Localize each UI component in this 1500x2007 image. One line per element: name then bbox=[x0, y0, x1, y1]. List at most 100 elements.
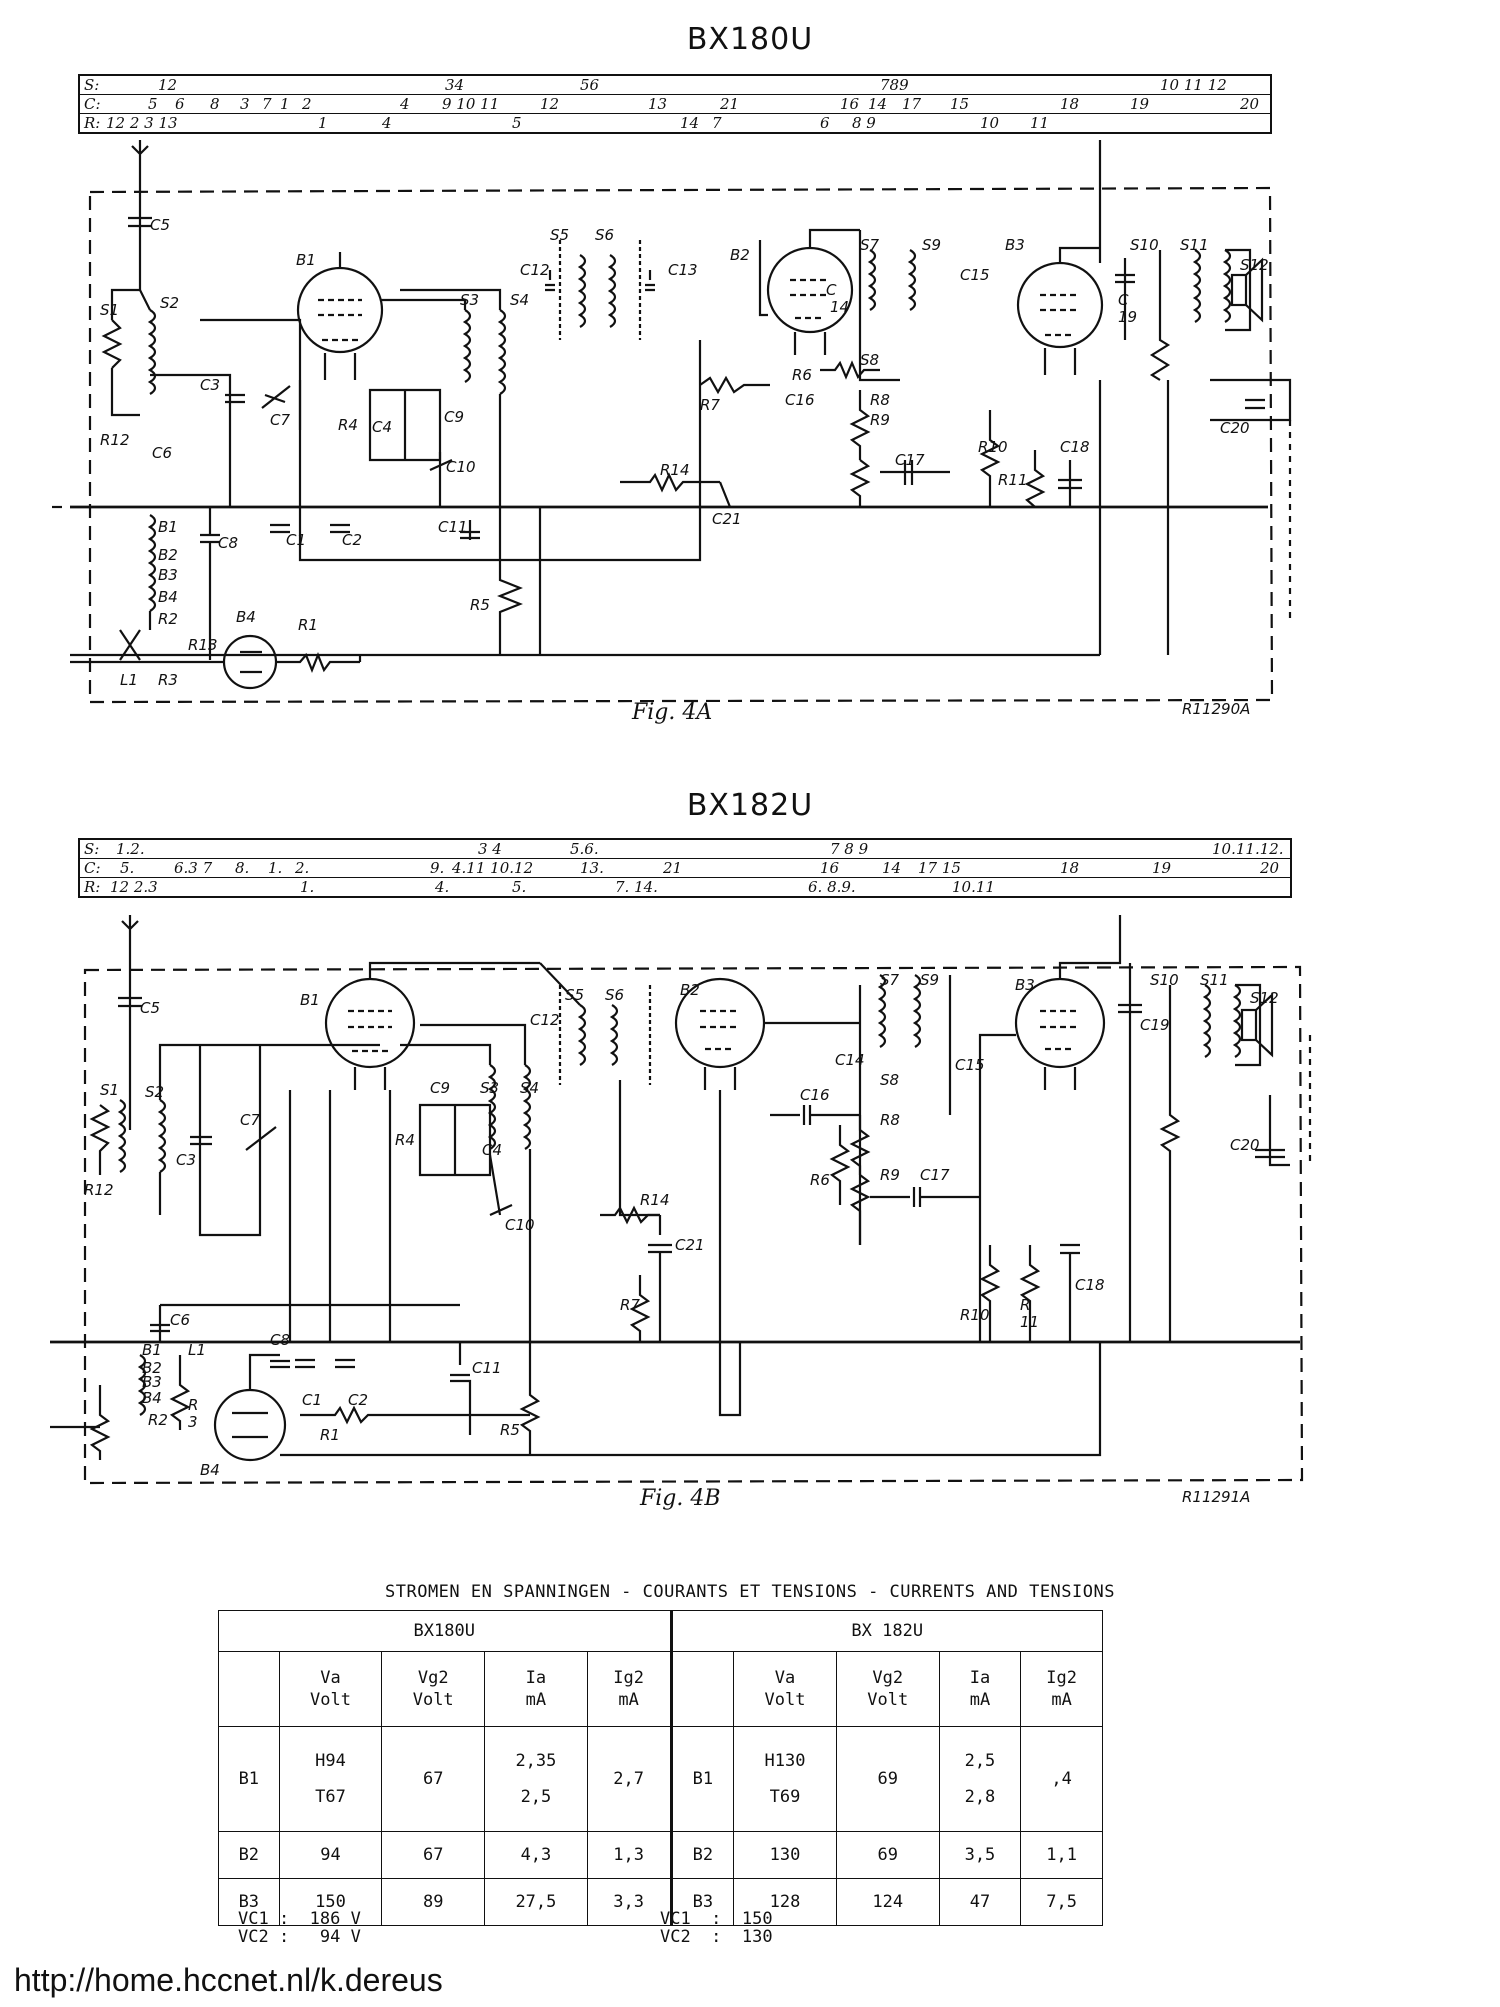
diagram-b-schematic: C5 S1 S2 B1 C3 C7 R12 C6 C9 S3 S4 R4 C4 … bbox=[50, 915, 1312, 1485]
strip-num: 6 bbox=[175, 95, 185, 113]
svg-text:C18: C18 bbox=[1075, 1276, 1105, 1294]
strip-num: 8 9 bbox=[852, 114, 876, 132]
svg-text:C10: C10 bbox=[446, 458, 476, 476]
svg-text:R2: R2 bbox=[148, 1411, 168, 1429]
svg-text:S4: S4 bbox=[520, 1079, 539, 1097]
svg-text:S2: S2 bbox=[160, 294, 179, 312]
svg-text:R10: R10 bbox=[978, 438, 1008, 456]
diagram-a-schematic: C5 S1 S2 B1 C3 C7 R4 C4 C9 S3 S4 R12 C6 … bbox=[52, 140, 1292, 704]
svg-text:3: 3 bbox=[188, 1413, 198, 1431]
ig2-cell: 1,3 bbox=[586, 1831, 672, 1879]
svg-text:R11: R11 bbox=[998, 471, 1028, 489]
svg-text:C1: C1 bbox=[286, 531, 306, 549]
svg-text:S9: S9 bbox=[922, 236, 941, 254]
diagram-b-index-strip: S: 1.2. 3 4 5.6. 7 8 9 10.11.12. C: 5. 6… bbox=[78, 838, 1292, 898]
svg-text:C12: C12 bbox=[520, 261, 550, 279]
svg-text:R8: R8 bbox=[870, 391, 890, 409]
ig2-cell: 1,1 bbox=[1020, 1831, 1103, 1879]
col-header-unit: Volt bbox=[867, 1690, 909, 1710]
strip-num: 21 bbox=[720, 95, 740, 113]
col-header-name: Vg2 bbox=[872, 1668, 904, 1688]
strip-num: 21 bbox=[663, 859, 683, 877]
svg-text:S1: S1 bbox=[100, 301, 119, 319]
vg2-cell: 67 bbox=[381, 1726, 486, 1832]
svg-text:C13: C13 bbox=[668, 261, 698, 279]
svg-text:R14: R14 bbox=[660, 461, 690, 479]
strip-num: 9. bbox=[430, 859, 445, 877]
strip-num: 11 bbox=[1030, 114, 1050, 132]
strip-num: 12 bbox=[540, 95, 560, 113]
strip-num: 4 bbox=[382, 114, 392, 132]
svg-text:B2: B2 bbox=[142, 1359, 162, 1377]
tube-cell: B1 bbox=[218, 1726, 280, 1832]
footer-url[interactable]: http://home.hccnet.nl/k.dereus bbox=[14, 1962, 443, 1998]
strip-num: 7 8 9 bbox=[830, 840, 869, 858]
vc1-b: VC1 : 150 bbox=[660, 1909, 773, 1929]
empty-cell bbox=[218, 1651, 280, 1727]
svg-text:R6: R6 bbox=[810, 1171, 830, 1189]
svg-text:R12: R12 bbox=[100, 431, 130, 449]
col-header-name: Va bbox=[774, 1668, 796, 1688]
vg2-cell: 124 bbox=[835, 1878, 940, 1926]
va-cell: 128 bbox=[733, 1878, 837, 1926]
svg-text:L1: L1 bbox=[188, 1341, 206, 1359]
col-header-unit: mA bbox=[1051, 1690, 1072, 1710]
strip-num: 789 bbox=[880, 76, 909, 94]
strip-num: 6. 8.9. bbox=[808, 878, 856, 896]
strip-num: 14 bbox=[882, 859, 902, 877]
col-header-name: Ig2 bbox=[1046, 1668, 1077, 1688]
svg-text:S1: S1 bbox=[100, 1081, 119, 1099]
strip-num: 1.2. bbox=[116, 840, 145, 858]
strip-label: C: bbox=[84, 859, 101, 877]
ig2-cell: 7,5 bbox=[1020, 1878, 1103, 1926]
svg-text:B1: B1 bbox=[158, 518, 178, 536]
vc1-a: VC1 : 186 V bbox=[238, 1909, 361, 1929]
svg-text:B1: B1 bbox=[300, 991, 320, 1009]
svg-text:B1: B1 bbox=[142, 1341, 162, 1359]
strip-num: 56 bbox=[580, 76, 600, 94]
svg-text:S5: S5 bbox=[550, 226, 569, 244]
svg-text:S8: S8 bbox=[880, 1071, 899, 1089]
svg-text:R4: R4 bbox=[395, 1131, 415, 1149]
strip-num: 4. bbox=[435, 878, 450, 896]
strip-num: 10 bbox=[980, 114, 1000, 132]
strip-num: 9 10 11 bbox=[442, 95, 500, 113]
strip-label: C: bbox=[84, 95, 101, 113]
svg-text:S4: S4 bbox=[510, 291, 529, 309]
svg-text:S8: S8 bbox=[860, 351, 879, 369]
svg-text:19: 19 bbox=[1118, 308, 1137, 326]
svg-text:R4: R4 bbox=[338, 416, 358, 434]
strip-num: 1 bbox=[280, 95, 290, 113]
svg-text:R6: R6 bbox=[792, 366, 812, 384]
svg-text:B4: B4 bbox=[158, 588, 178, 606]
strip-num: 1. bbox=[300, 878, 315, 896]
strip-num: 6 bbox=[820, 114, 830, 132]
svg-text:S3: S3 bbox=[480, 1079, 499, 1097]
strip-num: 17 15 bbox=[918, 859, 961, 877]
strip-num: 8. bbox=[235, 859, 250, 877]
strip-num: 18 bbox=[1060, 95, 1080, 113]
strip-row-s: S: 1.2. 3 4 5.6. 7 8 9 10.11.12. bbox=[80, 840, 1290, 859]
strip-label: R: bbox=[84, 878, 101, 896]
svg-text:S11: S11 bbox=[1180, 236, 1209, 254]
diagram-a-index-strip: S: 12 34 56 789 10 11 12 C: 5 6 8 3 7 1 … bbox=[78, 74, 1272, 134]
svg-text:B4: B4 bbox=[200, 1461, 220, 1479]
svg-text:S9: S9 bbox=[920, 971, 939, 989]
strip-num: 19 bbox=[1152, 859, 1172, 877]
svg-text:B1: B1 bbox=[296, 251, 316, 269]
ia-cell: 47 bbox=[938, 1878, 1022, 1926]
strip-num: 18 bbox=[1060, 859, 1080, 877]
svg-text:R2: R2 bbox=[158, 610, 178, 628]
svg-text:S12: S12 bbox=[1240, 256, 1269, 274]
diagram-b-title: BX182U bbox=[686, 788, 814, 823]
strip-label: S: bbox=[84, 76, 100, 94]
strip-num: 19 bbox=[1130, 95, 1150, 113]
strip-num: 13 bbox=[648, 95, 668, 113]
